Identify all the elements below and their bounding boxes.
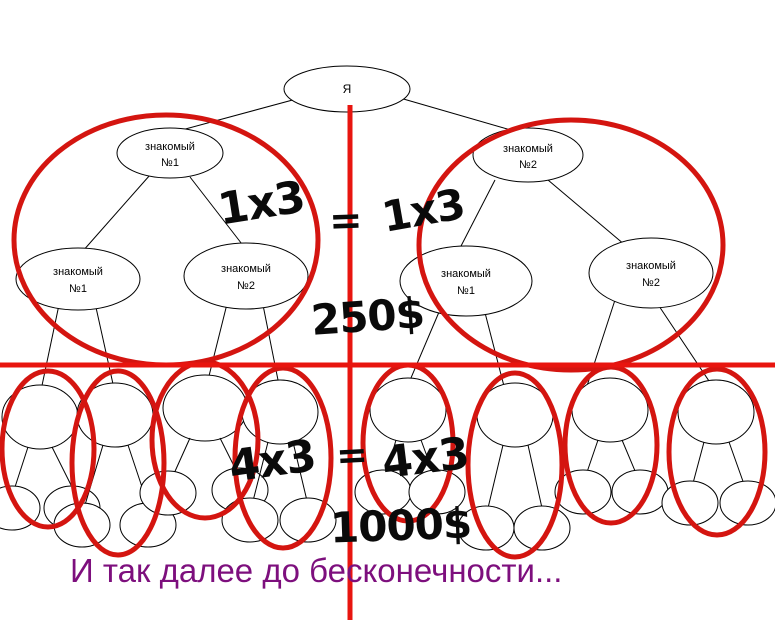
red-group-right	[416, 117, 726, 373]
cluster-7	[554, 377, 669, 515]
edges-root-to-level2	[177, 97, 529, 136]
node-level2-0-label1: знакомый	[145, 141, 195, 153]
red-cluster-4	[232, 365, 334, 551]
annotation-amount-bottom: 1000$	[329, 498, 472, 553]
node-level3-1[interactable]: знакомый №2	[183, 242, 309, 310]
node-level3-0-label2: №1	[69, 283, 87, 295]
node-level3-2-label1: знакомый	[441, 268, 491, 280]
annotation-amount-top: 250$	[309, 288, 426, 345]
annotation-left-multiplier-bottom: 4x3	[225, 430, 319, 493]
cluster-6	[457, 382, 571, 551]
annotation-equals-bottom: =	[334, 432, 368, 478]
red-cluster-6	[465, 370, 565, 560]
node-level3-0[interactable]: знакомый №1	[15, 247, 141, 311]
node-level2-1-label2: №2	[519, 159, 537, 171]
red-cluster-2	[69, 368, 167, 558]
node-level3-1-label1: знакомый	[221, 263, 271, 275]
node-level3-3-label2: №2	[642, 277, 660, 289]
red-cluster-3	[149, 359, 261, 521]
annotation-equals-top: =	[328, 197, 363, 245]
edges-level2-to-level3	[81, 174, 626, 253]
node-level2-1-label1: знакомый	[503, 143, 553, 155]
node-level3-3-label1: знакомый	[626, 260, 676, 272]
node-level2-0[interactable]: знакомый №1	[116, 127, 224, 179]
annotation-right-multiplier-bottom: 4x3	[379, 427, 472, 490]
annotation-left-multiplier: 1x3	[214, 171, 309, 236]
node-level3-1-label2: №2	[237, 280, 255, 292]
node-level2-1[interactable]: знакомый №2	[472, 127, 584, 183]
node-level3-3[interactable]: знакомый №2	[588, 237, 714, 309]
node-level3-2-label2: №1	[457, 285, 475, 297]
node-level2-0-label2: №1	[161, 157, 179, 169]
node-root[interactable]: Я	[283, 65, 411, 113]
node-level3-0-label1: знакомый	[53, 266, 103, 278]
bottom-caption: И так далее до бесконечности...	[70, 552, 563, 589]
red-cluster-1	[0, 368, 97, 530]
node-root-label: Я	[343, 82, 352, 96]
red-cluster-8	[666, 366, 768, 538]
